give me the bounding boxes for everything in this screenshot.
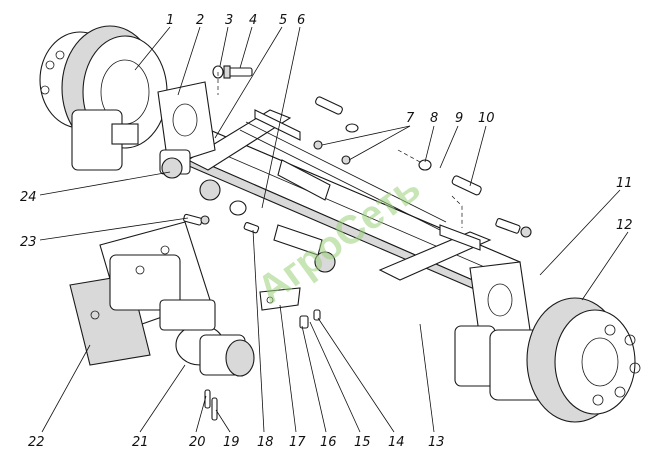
callout-20: 20 bbox=[189, 435, 206, 450]
callout-8: 8 bbox=[430, 111, 438, 126]
callout-7: 7 bbox=[406, 111, 415, 126]
left-hub-assembly bbox=[39, 25, 168, 171]
callout-10: 10 bbox=[478, 111, 495, 126]
callout-13: 13 bbox=[428, 435, 445, 450]
leader-lines bbox=[39, 26, 629, 433]
center-bracket bbox=[259, 159, 331, 329]
callout-4: 4 bbox=[249, 13, 257, 28]
callout-6: 6 bbox=[297, 13, 305, 28]
callout-16: 16 bbox=[320, 435, 337, 450]
callout-22: 22 bbox=[28, 435, 45, 450]
callout-17: 17 bbox=[289, 435, 306, 450]
callout-19: 19 bbox=[223, 435, 240, 450]
right-knuckle bbox=[454, 261, 531, 387]
right-hub-assembly bbox=[489, 297, 641, 423]
callout-3: 3 bbox=[225, 13, 233, 28]
callout-21: 21 bbox=[132, 435, 149, 450]
bolt-set-3-4 bbox=[212, 65, 253, 79]
callout-2: 2 bbox=[196, 13, 204, 28]
callout-14: 14 bbox=[388, 435, 405, 450]
callout-23: 23 bbox=[20, 235, 37, 250]
callout-18: 18 bbox=[257, 435, 274, 450]
callout-15: 15 bbox=[354, 435, 371, 450]
alignment-lines bbox=[217, 72, 463, 228]
callout-9: 9 bbox=[455, 111, 463, 126]
bolt-23 bbox=[183, 213, 260, 234]
callout-labels: 1 2 3 4 5 6 7 8 9 10 11 12 13 14 15 16 1… bbox=[20, 13, 633, 450]
callout-5: 5 bbox=[279, 13, 287, 28]
callout-12: 12 bbox=[616, 218, 633, 233]
bushings bbox=[161, 157, 336, 273]
frame-rails bbox=[186, 109, 492, 281]
drive-unit bbox=[69, 221, 255, 421]
callout-11: 11 bbox=[616, 176, 633, 191]
bolt-right bbox=[495, 218, 532, 238]
callout-24: 24 bbox=[20, 190, 37, 205]
callout-1: 1 bbox=[166, 13, 174, 28]
pin-set-7-10 bbox=[313, 96, 482, 196]
